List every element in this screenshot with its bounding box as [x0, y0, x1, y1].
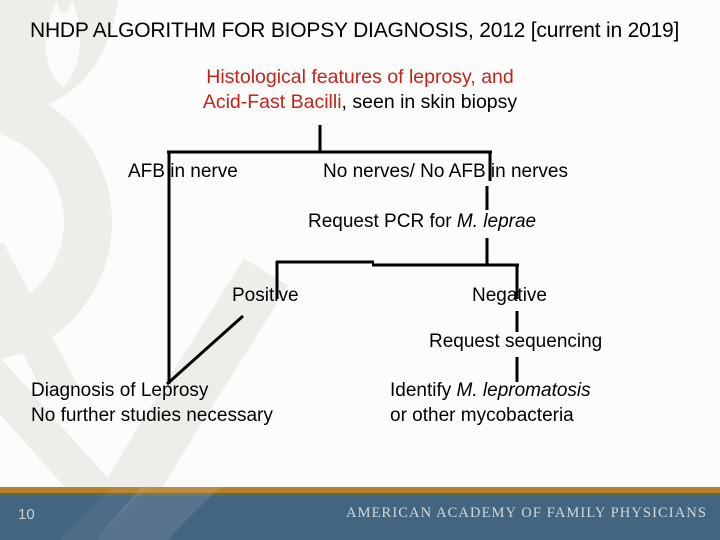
root-node-text: Histological features of leprosy, and Ac… [0, 65, 720, 115]
positive-label: Positive [232, 285, 299, 306]
slide-title: NHDP ALGORITHM FOR BIOPSY DIAGNOSIS, 201… [30, 19, 680, 42]
root-node-line2: Acid-Fast Bacilli, seen in skin biopsy [202, 91, 518, 113]
root-node-line1: Histological features of leprosy, and [206, 66, 514, 88]
negative-label: Negative [472, 285, 547, 306]
footer-brand-text: AMERICAN ACADEMY OF FAMILY PHYSICIANS [346, 505, 707, 521]
diagnosis-of-leprosy-label: Diagnosis of Leprosy No further studies … [31, 380, 273, 426]
request-sequencing-label: Request sequencing [429, 331, 603, 352]
branch-afb-in-nerve-label: AFB in nerve [128, 161, 238, 182]
olive-accent-line [0, 493, 720, 496]
gold-accent-stripe [0, 487, 720, 493]
branch-no-nerves-label: No nerves/ No AFB in nerves [323, 161, 568, 182]
page-number: 10 [18, 506, 35, 523]
identify-mycobacteria-label: Identify M. lepromatosis or other mycoba… [390, 380, 591, 426]
footer-bar [0, 496, 720, 540]
request-pcr-label: Request PCR for M. leprae [308, 211, 537, 232]
